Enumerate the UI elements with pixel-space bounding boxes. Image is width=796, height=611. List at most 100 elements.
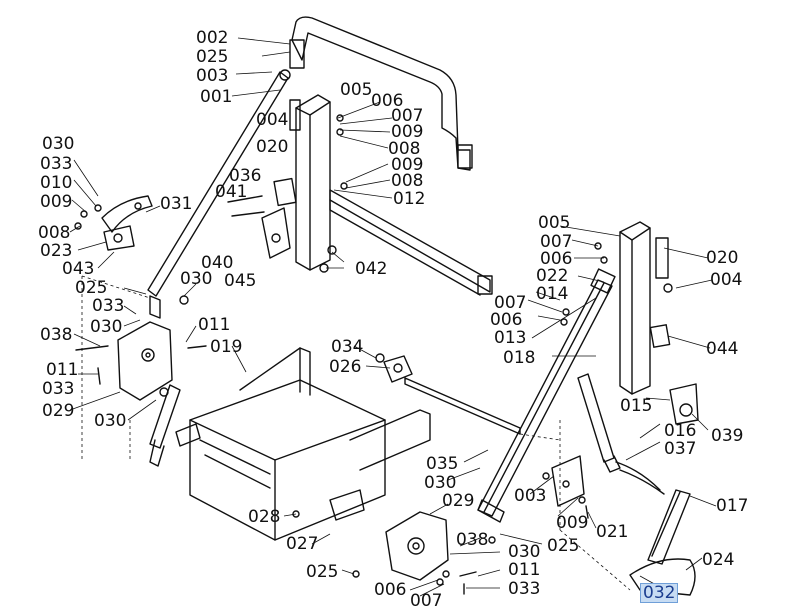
callout-040[interactable]: 040: [201, 253, 234, 273]
main-frame-019: [175, 347, 431, 541]
left-lower-bracket: [117, 295, 173, 401]
callout-009[interactable]: 009: [391, 155, 424, 175]
left-cylinder: [149, 384, 181, 467]
callout-030[interactable]: 030: [42, 134, 75, 154]
cover-017: [647, 489, 691, 565]
callout-010[interactable]: 010: [40, 173, 73, 193]
callout-016[interactable]: 016: [664, 421, 697, 441]
callout-044[interactable]: 044: [706, 339, 739, 359]
callout-030[interactable]: 030: [424, 473, 457, 493]
callout-015[interactable]: 015: [620, 396, 653, 416]
callout-020[interactable]: 020: [256, 137, 289, 157]
callout-025[interactable]: 025: [75, 278, 108, 298]
callout-009[interactable]: 009: [40, 192, 73, 212]
callout-006[interactable]: 006: [374, 580, 407, 600]
callout-006[interactable]: 006: [371, 91, 404, 111]
callout-002[interactable]: 002: [196, 28, 229, 48]
callout-006[interactable]: 006: [490, 310, 523, 330]
callout-003[interactable]: 003: [196, 66, 229, 86]
callout-006[interactable]: 006: [540, 249, 573, 269]
callout-007[interactable]: 007: [391, 106, 424, 126]
plate-044: [649, 324, 671, 348]
callout-020[interactable]: 020: [706, 248, 739, 268]
callout-030[interactable]: 030: [94, 411, 127, 431]
callout-025[interactable]: 025: [547, 536, 580, 556]
callout-035[interactable]: 035: [426, 454, 459, 474]
fender-024: [629, 558, 696, 596]
callout-009[interactable]: 009: [556, 513, 589, 533]
right-cylinder: [577, 373, 665, 495]
callout-034[interactable]: 034: [331, 337, 364, 357]
callout-033[interactable]: 033: [42, 379, 75, 399]
leader-lines: [69, 37, 717, 597]
callout-029[interactable]: 029: [42, 401, 75, 421]
right-vertical-post: [619, 221, 669, 395]
callout-032-selected[interactable]: 032: [640, 583, 679, 603]
callout-008[interactable]: 008: [38, 223, 71, 243]
callout-039[interactable]: 039: [711, 426, 744, 446]
callout-008[interactable]: 008: [391, 171, 424, 191]
callout-001[interactable]: 001: [200, 87, 233, 107]
plate-039: [669, 383, 699, 425]
callout-033[interactable]: 033: [508, 579, 541, 599]
callout-004[interactable]: 004: [256, 110, 289, 130]
callout-038[interactable]: 038: [456, 530, 489, 550]
callout-011[interactable]: 011: [198, 315, 231, 335]
callout-009[interactable]: 009: [391, 122, 424, 142]
callout-043[interactable]: 043: [62, 259, 95, 279]
callout-042[interactable]: 042: [355, 259, 388, 279]
callout-027[interactable]: 027: [286, 534, 319, 554]
callout-025[interactable]: 025: [196, 47, 229, 67]
callout-007[interactable]: 007: [494, 293, 527, 313]
left-lever-bracket: [101, 195, 153, 251]
callout-022[interactable]: 022: [536, 266, 569, 286]
crossbar-012: [329, 189, 493, 296]
callout-011[interactable]: 011: [508, 560, 541, 580]
callout-005[interactable]: 005: [538, 213, 571, 233]
callout-025[interactable]: 025: [306, 562, 339, 582]
callout-012[interactable]: 012: [393, 189, 426, 209]
callout-030[interactable]: 030: [508, 542, 541, 562]
top-hoop-bar: [289, 16, 473, 171]
callout-005[interactable]: 005: [340, 80, 373, 100]
callout-007[interactable]: 007: [410, 591, 443, 611]
callout-030[interactable]: 030: [180, 269, 213, 289]
callout-019[interactable]: 019: [210, 337, 243, 357]
callout-033[interactable]: 033: [40, 154, 73, 174]
callout-028[interactable]: 028: [248, 507, 281, 527]
lower-bracket-029: [385, 511, 449, 581]
callout-029[interactable]: 029: [442, 491, 475, 511]
diagonal-arm-001: [147, 69, 291, 297]
callout-026[interactable]: 026: [329, 357, 362, 377]
callout-013[interactable]: 013: [494, 328, 527, 348]
callout-003[interactable]: 003: [514, 486, 547, 506]
callout-008[interactable]: 008: [388, 139, 421, 159]
callout-007[interactable]: 007: [540, 232, 573, 252]
bolts: [74, 114, 673, 595]
callout-023[interactable]: 023: [40, 241, 73, 261]
callout-041[interactable]: 041: [215, 182, 248, 202]
callout-004[interactable]: 004: [710, 270, 743, 290]
bracket-040: [227, 195, 291, 259]
callout-011[interactable]: 011: [46, 360, 79, 380]
callout-021[interactable]: 021: [596, 522, 629, 542]
callout-031[interactable]: 031: [160, 194, 193, 214]
callout-017[interactable]: 017: [716, 496, 749, 516]
shaft-026: [383, 355, 521, 435]
callout-030[interactable]: 030: [90, 317, 123, 337]
left-vertical-post: [289, 94, 331, 271]
callout-024[interactable]: 024: [702, 550, 735, 570]
callout-033[interactable]: 033: [92, 296, 125, 316]
callout-014[interactable]: 014: [536, 284, 569, 304]
plate-036: [273, 177, 297, 207]
callout-038[interactable]: 038: [40, 325, 73, 345]
right-long-arm: [477, 268, 616, 523]
callout-036[interactable]: 036: [229, 166, 262, 186]
dashed-reference-lines: [81, 275, 631, 591]
bracket-003-lower: [551, 455, 585, 507]
callout-037[interactable]: 037: [664, 439, 697, 459]
callout-018[interactable]: 018: [503, 348, 536, 368]
callout-045[interactable]: 045: [224, 271, 257, 291]
